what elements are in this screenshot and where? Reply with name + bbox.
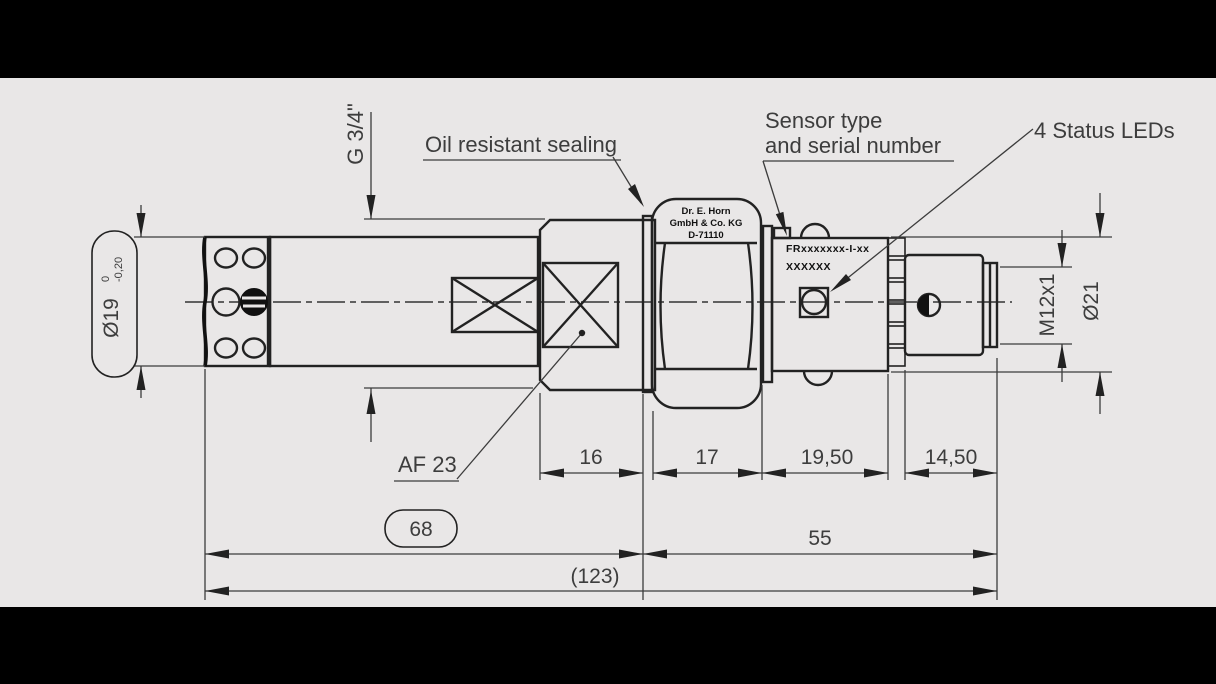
dim-connector-thread: M12x1 — [1000, 230, 1072, 382]
sensor-part: Dr. E. Horn GmbH & Co. KG D-71110 FRxxxx… — [185, 197, 1012, 410]
sensor-type-label-1: Sensor type — [765, 108, 882, 133]
maker-line1: Dr. E. Horn — [681, 206, 730, 217]
housing-tab — [772, 226, 792, 240]
hex-nut: Dr. E. Horn GmbH & Co. KG D-71110 — [650, 197, 763, 410]
serial-code: XXXXXX — [786, 261, 831, 273]
dim-68: 68 — [205, 509, 643, 559]
callout-sensor-type: Sensor type and serial number — [762, 108, 954, 236]
dim-123: (123) — [205, 565, 997, 596]
dim-shaft-dia: Ø19 0 -0,20 — [91, 205, 205, 398]
shaft-dia-tol-upper: 0 — [100, 276, 112, 282]
dim-14-50: 14,50 — [905, 446, 997, 478]
dim-16-value: 16 — [579, 446, 602, 469]
dim-17-value: 17 — [695, 446, 718, 469]
dim-55-value: 55 — [808, 527, 831, 550]
type-code: FRxxxxxxx-I-xx — [786, 243, 869, 255]
dim-14-50-value: 14,50 — [925, 446, 978, 469]
maker-marking: Dr. E. Horn GmbH & Co. KG D-71110 — [670, 206, 743, 241]
housing-dome-top — [799, 222, 831, 239]
callout-status-leds: 4 Status LEDs — [830, 118, 1175, 292]
led-window — [798, 286, 830, 319]
shaft-dia-label: Ø19 — [100, 298, 123, 338]
pin-hole — [241, 247, 267, 269]
dim-pipe-thread: G 3/4" — [343, 103, 545, 442]
pin-hole — [211, 287, 241, 317]
pipe-thread-label: G 3/4" — [343, 103, 368, 165]
shaft-dia-tol-lower: -0,20 — [113, 257, 125, 282]
pin-hole — [213, 247, 239, 269]
maker-line2: GmbH & Co. KG — [670, 218, 743, 229]
dim-19-50-value: 19,50 — [801, 446, 854, 469]
status-leds-label: 4 Status LEDs — [1034, 118, 1175, 143]
dim-16: 16 — [540, 446, 643, 478]
dim-19-50: 19,50 — [762, 446, 888, 478]
pin-hole-filled — [240, 288, 268, 316]
sensing-face — [202, 236, 208, 367]
dim-frame — [384, 509, 458, 548]
wrench-size-label: AF 23 — [398, 452, 457, 477]
fitting-body — [538, 218, 657, 392]
callout-oil-sealing: Oil resistant sealing — [423, 132, 644, 207]
housing-dome-bottom — [802, 370, 834, 387]
oil-sealing-label: Oil resistant sealing — [425, 132, 617, 157]
letterbox-bottom — [0, 607, 1216, 684]
callouts: Oil resistant sealing Sensor type and se… — [394, 108, 1175, 482]
connector-pin-key — [918, 294, 929, 316]
dim-17: 17 — [653, 446, 762, 478]
dim-frame — [91, 230, 138, 378]
drawing-paper — [0, 78, 1216, 607]
pin-hole — [213, 337, 239, 359]
sensor-type-label-2: and serial number — [765, 133, 941, 158]
dim-68-value: 68 — [409, 518, 432, 541]
dimensioning: Ø19 0 -0,20 G 3/4" M12x1 — [91, 103, 1112, 600]
leader-dot — [578, 329, 586, 337]
thread-box-large — [541, 261, 620, 349]
dim-connector-dia: Ø21 — [891, 193, 1112, 414]
connector-thread-label: M12x1 — [1036, 273, 1059, 336]
connector-dia-label: Ø21 — [1080, 281, 1103, 321]
maker-line3: D-71110 — [688, 230, 723, 241]
pin-hole — [241, 337, 267, 359]
dim-55: 55 — [643, 527, 997, 559]
connector — [903, 253, 999, 357]
sensor-housing: FRxxxxxxx-I-xx XXXXXX — [770, 222, 890, 387]
dim-123-value: (123) — [570, 565, 619, 588]
letterbox-top — [0, 0, 1216, 78]
callout-wrench-size: AF 23 — [394, 329, 586, 482]
thread-box-small — [450, 276, 540, 334]
